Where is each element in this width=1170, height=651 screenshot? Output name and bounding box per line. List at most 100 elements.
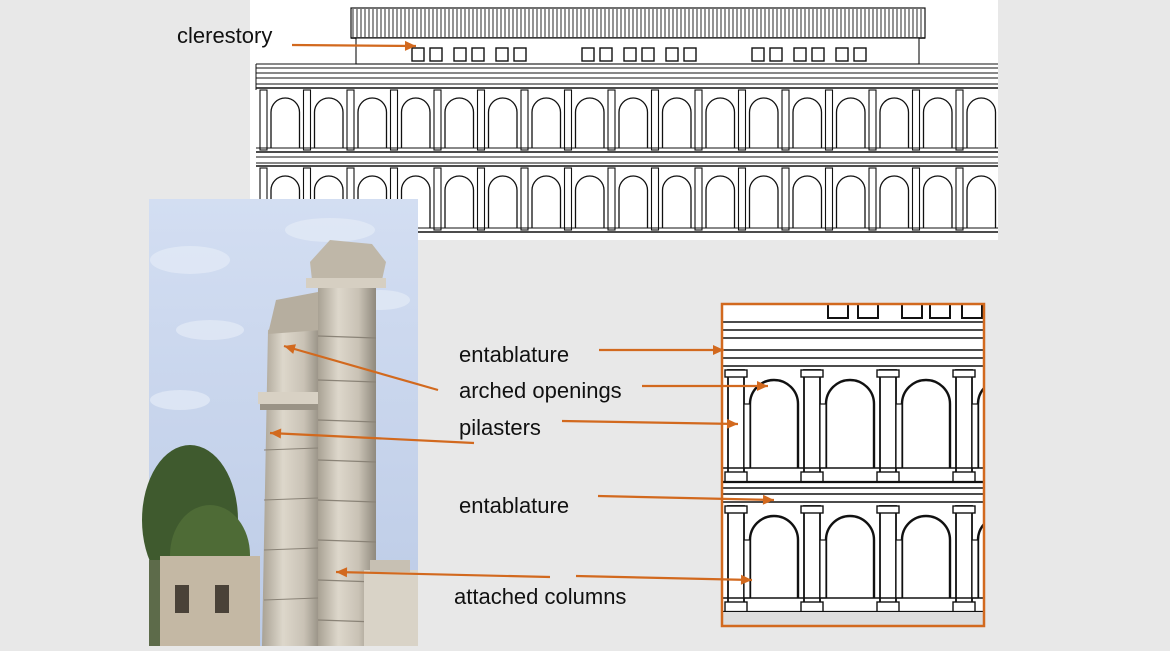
detail-impost: [971, 403, 979, 469]
elevation-column: [911, 167, 921, 231]
clerestory-wall: [355, 37, 920, 65]
elevation-column: [476, 89, 486, 151]
ruin-fragment: [370, 560, 410, 572]
clerestory-window: [793, 47, 807, 62]
detail-arch: [824, 514, 876, 598]
stone-joint: [317, 539, 377, 543]
clerestory-window: [581, 47, 595, 62]
clerestory-window: [429, 47, 443, 62]
clerestory-window: [495, 47, 509, 62]
elevation-column: [650, 167, 660, 231]
pier-cornice: [258, 392, 320, 404]
elevation-column: [737, 167, 747, 231]
elevation-arch: [966, 175, 997, 228]
elevation-column: [433, 89, 442, 151]
stone-joint: [317, 419, 377, 423]
elevation-column: [520, 167, 529, 231]
stone-joint: [263, 497, 319, 501]
elevation-arch: [879, 175, 910, 228]
detail-column: [955, 369, 973, 483]
elevation-column: [868, 89, 877, 151]
detail-window: [857, 304, 879, 319]
clerestory-window: [411, 47, 425, 62]
clerestory-window: [683, 47, 697, 62]
label-entablature-bottom: entablature: [459, 493, 570, 518]
arrow-attached-detail-head: [740, 574, 752, 585]
elevation-column: [476, 167, 486, 231]
elevation-column: [694, 167, 703, 231]
clerestory-window: [471, 47, 485, 62]
arrow-attached-detail: [575, 574, 753, 582]
detail-impost: [971, 539, 979, 599]
elevation-column: [520, 89, 529, 151]
elevation-column: [302, 89, 312, 151]
detail-capital: [724, 369, 748, 378]
clerestory-window: [665, 47, 679, 62]
arrow-attached-photo: [335, 570, 551, 579]
elevation-arch: [531, 175, 562, 228]
detail-impost: [895, 403, 903, 469]
detail-impost: [743, 403, 751, 469]
elevation-drawing: [250, 0, 1007, 240]
column-abacus: [306, 278, 386, 288]
elevation-column: [607, 89, 616, 151]
detail-arch: [748, 378, 800, 468]
label-clerestory: clerestory: [177, 23, 273, 48]
elevation-column: [607, 167, 616, 231]
elevation-arch: [270, 175, 301, 228]
elevation-arch: [574, 97, 605, 148]
elevation-arch: [748, 175, 779, 228]
elevation-column: [1000, 90, 1007, 150]
detail-impost: [743, 539, 751, 599]
arrow-pilasters-detail: [561, 419, 739, 426]
building-window: [175, 585, 189, 613]
detail-base: [800, 601, 824, 613]
elevation-arch: [705, 97, 736, 148]
arrow-arched-photo: [283, 344, 439, 392]
stone-joint: [317, 459, 377, 463]
detail-arch: [976, 386, 984, 468]
detail-window: [929, 304, 951, 319]
detail-base: [724, 601, 748, 613]
elevation-arch: [357, 175, 388, 228]
clerestory-window: [769, 47, 783, 62]
elevation-arch: [357, 97, 388, 148]
cloud: [176, 320, 244, 340]
detail-frame: [720, 302, 986, 628]
elevation-column: [955, 167, 964, 231]
elevation-column: [911, 89, 921, 151]
elevation-arch: [922, 97, 953, 148]
detail-column: [803, 505, 821, 613]
clerestory-window: [751, 47, 765, 62]
detail-capital: [724, 505, 748, 514]
detail-arch: [748, 514, 800, 598]
arrow-pilasters-photo: [269, 431, 475, 445]
clerestory-window: [623, 47, 637, 62]
cloud: [150, 246, 230, 274]
elevation-column: [259, 89, 268, 151]
elevation-column: [433, 167, 442, 231]
label-pilasters: pilasters: [459, 415, 541, 440]
elevation-arch: [313, 97, 344, 148]
detail-base: [876, 471, 900, 483]
arrow-pilasters-photo-head: [270, 428, 282, 439]
column-photo: [142, 199, 418, 646]
elevation-arch: [661, 97, 692, 148]
detail-capital: [952, 505, 976, 514]
detail-base: [952, 601, 976, 613]
elevation-column: [389, 89, 399, 151]
detail-arch: [976, 522, 984, 598]
elevation-column: [563, 167, 573, 231]
stone-joint: [317, 335, 377, 339]
detail-base: [800, 471, 824, 483]
detail-impost: [819, 539, 827, 599]
arrows: [269, 40, 775, 585]
elevation-arch: [313, 175, 344, 228]
detail-impost: [819, 403, 827, 469]
elevation-column: [781, 89, 790, 151]
elevation-arch: [835, 97, 866, 148]
clerestory-window: [599, 47, 613, 62]
elevation-arch: [618, 175, 649, 228]
